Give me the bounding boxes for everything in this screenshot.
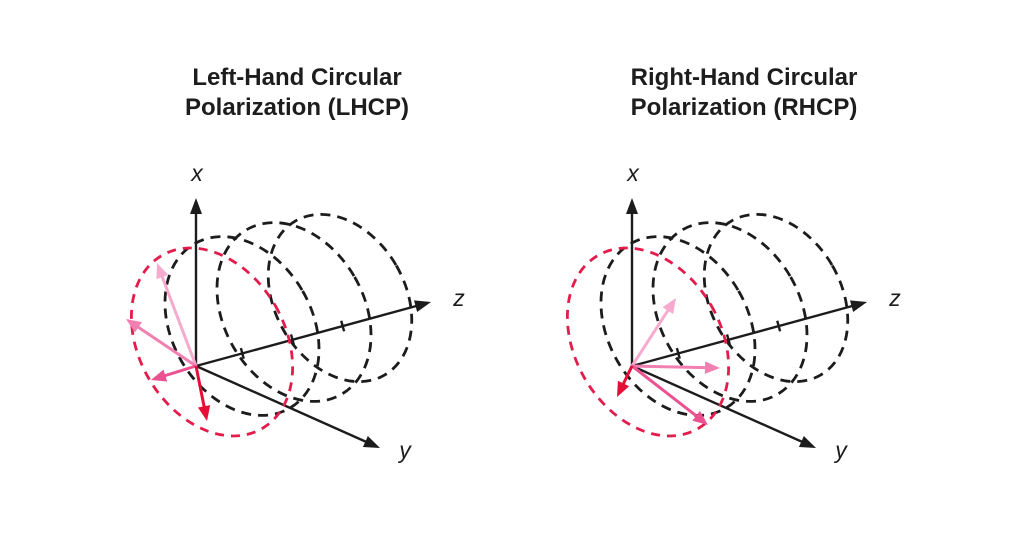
y-axis-head xyxy=(798,436,816,448)
wavefront-circle-2 xyxy=(651,221,809,403)
z-axis-tick xyxy=(239,347,245,360)
wavefront-circle-3 xyxy=(266,212,414,384)
z-axis-shaft xyxy=(195,303,423,368)
z-axis-tick xyxy=(776,320,782,332)
field-vector-1-shaft xyxy=(158,270,198,367)
wavefront-circle-1 xyxy=(163,235,321,417)
z-axis-tick xyxy=(289,334,296,346)
panel-title-lhcp: Left-Hand Circular Polarization (LHCP) xyxy=(137,63,457,123)
field-vector-3-head xyxy=(692,410,708,425)
panel-title-rhcp-line1: Right-Hand Circular xyxy=(630,64,858,91)
field-vector-2-head xyxy=(126,319,142,333)
z-axis-tick xyxy=(725,334,732,346)
field-vector-2-shaft xyxy=(631,364,712,370)
polarization-circle xyxy=(129,246,295,438)
z-axis-tick xyxy=(340,320,346,332)
z-axis-head xyxy=(413,300,431,312)
axis-label-x: x xyxy=(626,160,640,186)
field-vector-3-head xyxy=(151,369,168,382)
field-vector-1-head xyxy=(156,263,169,280)
panel-title-lhcp-line1: Left-Hand Circular xyxy=(192,64,402,91)
field-vector-3-shaft xyxy=(159,364,197,379)
field-vector-1-head xyxy=(662,298,676,314)
field-vector-4-shaft xyxy=(194,365,207,413)
axis-label-y: y xyxy=(397,437,412,463)
axis-label-z: z xyxy=(888,285,901,311)
rhcp-diagram: x z y xyxy=(565,160,901,463)
wavefront-circle-1 xyxy=(599,235,757,417)
x-axis-head xyxy=(626,198,638,214)
panel-title-rhcp-line2: Polarization (RHCP) xyxy=(630,94,858,121)
z-axis-head xyxy=(849,300,867,312)
field-vector-4-head xyxy=(617,380,630,397)
x-axis-head xyxy=(190,198,202,214)
field-vector-4-head xyxy=(197,405,211,421)
field-vector-2-shaft xyxy=(132,322,197,368)
wavefront-circle-2 xyxy=(215,221,373,403)
axis-label-x: x xyxy=(190,160,204,186)
axis-label-y: y xyxy=(833,437,848,463)
panel-title-lhcp-line2: Polarization (LHCP) xyxy=(184,94,409,121)
z-axis-shaft xyxy=(631,303,859,368)
y-axis-head xyxy=(362,436,380,448)
polarization-circle xyxy=(565,246,731,438)
field-vector-1-shaft xyxy=(630,304,673,367)
lhcp-diagram: x z y xyxy=(126,160,465,463)
wavefront-circle-3 xyxy=(702,212,850,384)
z-axis-tick xyxy=(675,347,681,360)
field-vector-3-shaft xyxy=(631,364,702,421)
axis-label-z: z xyxy=(452,285,465,311)
field-vector-2-head xyxy=(704,361,720,374)
panel-title-rhcp: Right-Hand Circular Polarization (RHCP) xyxy=(584,63,904,123)
